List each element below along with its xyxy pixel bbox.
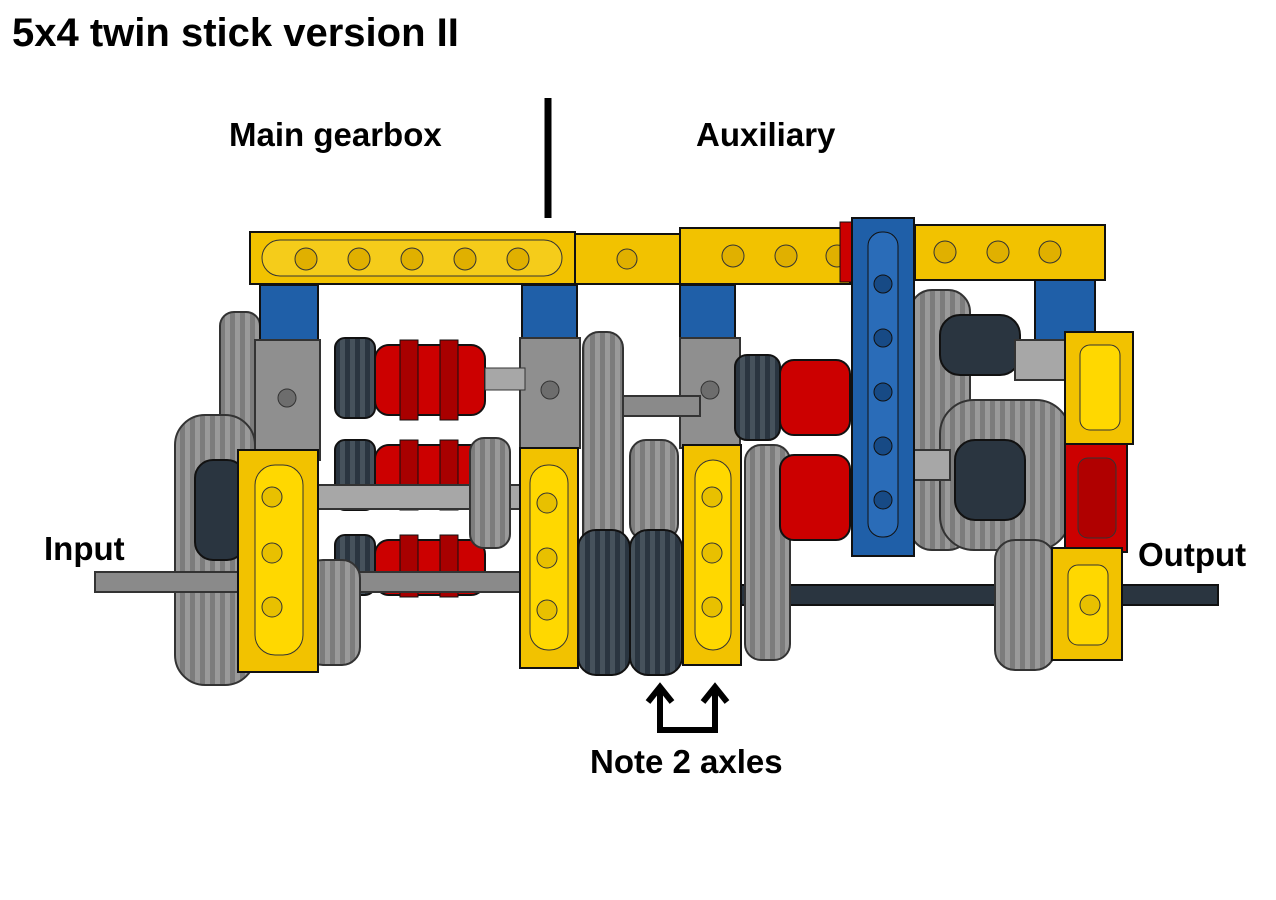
front-yellow-beams: [237, 444, 742, 673]
main-gearbox-label: Main gearbox: [229, 116, 442, 153]
page-title: 5x4 twin stick version II: [12, 11, 459, 55]
note-arrows: [645, 682, 730, 733]
output-label: Output: [1138, 536, 1247, 573]
input-label: Input: [44, 530, 125, 567]
right-end-blocks: [1051, 331, 1134, 661]
output-axle: [739, 584, 1219, 606]
top-yellow-beams: [249, 224, 1106, 285]
blue-beam-aux: [839, 217, 915, 557]
aux-clutches: [734, 289, 1071, 671]
auxiliary-label: Auxiliary: [696, 116, 836, 153]
note-label: Note 2 axles: [590, 743, 783, 780]
aux-axle: [619, 395, 701, 417]
